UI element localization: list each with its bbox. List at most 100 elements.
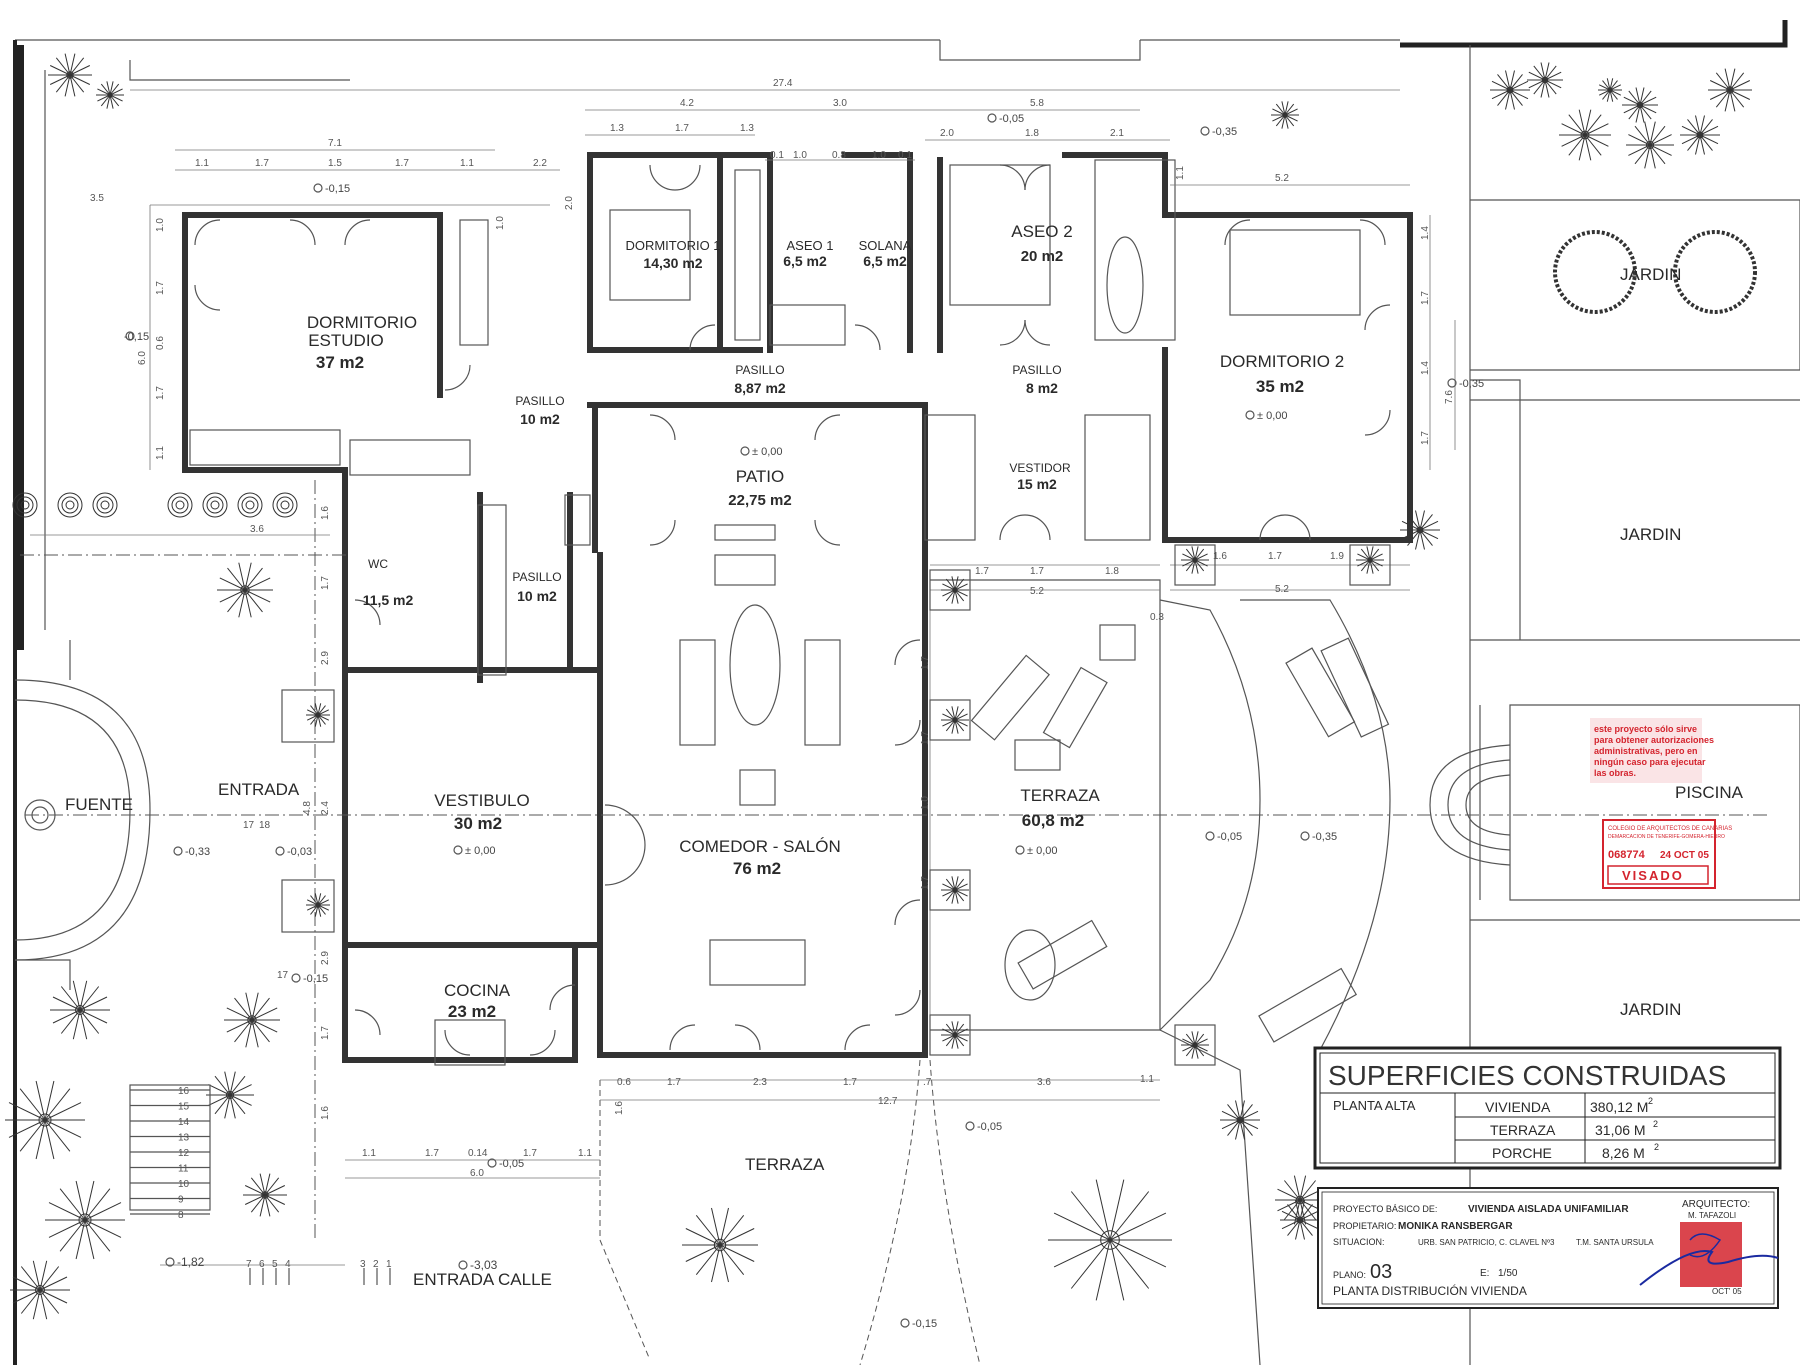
stamp-text: ningún caso para ejecutar xyxy=(1594,757,1706,767)
svg-text:1.7: 1.7 xyxy=(255,158,269,169)
stamp-visado: COLEGIO DE ARQUITECTOS DE CANARIAS DEMAR… xyxy=(1602,819,1732,889)
surfaces-row-value: 31,06 M xyxy=(1595,1122,1646,1138)
svg-text:5.2: 5.2 xyxy=(1030,586,1044,597)
svg-text:2.0: 2.0 xyxy=(564,196,575,210)
room-vestibulo-name: VESTIBULO xyxy=(434,791,529,810)
stair-number: 11 xyxy=(178,1164,189,1175)
room-dormitorio-estudio-area: 37 m2 xyxy=(316,353,364,372)
level-marker: -0,15 xyxy=(291,973,328,985)
svg-text:-0,15: -0,15 xyxy=(124,331,149,343)
level-marker: -0,35 xyxy=(1300,831,1337,843)
axis-lines xyxy=(20,480,1770,1240)
signature xyxy=(1639,1250,1779,1286)
surfaces-title: SUPERFICIES CONSTRUIDAS xyxy=(1328,1060,1726,1091)
svg-text:0.1: 0.1 xyxy=(770,150,784,161)
svg-text:1.1: 1.1 xyxy=(460,158,474,169)
svg-text:-0,05: -0,05 xyxy=(499,1158,524,1170)
svg-text:1.0: 1.0 xyxy=(793,150,807,161)
room-comedor-area: 76 m2 xyxy=(733,859,781,878)
room-patio-area: 22,75 m2 xyxy=(728,492,791,509)
svg-text:1.1: 1.1 xyxy=(578,1148,592,1159)
tb-propietario: MONIKA RANSBERGAR xyxy=(1398,1221,1513,1232)
room-vestibulo-area: 30 m2 xyxy=(454,814,502,833)
svg-text:12.7: 12.7 xyxy=(878,1096,898,1107)
fountain xyxy=(14,640,151,990)
svg-text:0.8: 0.8 xyxy=(832,150,846,161)
label-terraza-south: TERRAZA xyxy=(745,1155,825,1174)
svg-text:0.6: 0.6 xyxy=(155,336,166,350)
stamp-text: 068774 xyxy=(1608,849,1646,861)
svg-text:1.9: 1.9 xyxy=(1330,551,1344,562)
svg-text:-0,35: -0,35 xyxy=(1312,831,1337,843)
surfaces-floor: PLANTA ALTA xyxy=(1333,1098,1416,1113)
doors xyxy=(194,164,1391,1056)
room-vestidor-name: VESTIDOR xyxy=(1009,461,1071,475)
site-boundary xyxy=(13,20,1800,1365)
svg-text:-0,15: -0,15 xyxy=(303,973,328,985)
svg-text:0.14: 0.14 xyxy=(468,1148,488,1159)
room-pasillo-a-name: PASILLO xyxy=(735,363,784,377)
svg-text:1.7: 1.7 xyxy=(843,1077,857,1088)
svg-text:1.3: 1.3 xyxy=(740,123,754,134)
svg-text:1.4: 1.4 xyxy=(1420,361,1431,375)
svg-text:1.1: 1.1 xyxy=(155,446,166,460)
svg-text:1.7: 1.7 xyxy=(155,281,166,295)
svg-text:1.7: 1.7 xyxy=(675,123,689,134)
svg-text:2.9: 2.9 xyxy=(320,951,331,965)
svg-text:± 0,00: ± 0,00 xyxy=(1257,410,1288,422)
svg-text:0.1: 0.1 xyxy=(898,150,912,161)
svg-text:1.0: 1.0 xyxy=(155,218,166,232)
stamp-text: VISADO xyxy=(1622,868,1684,883)
svg-text:1.6: 1.6 xyxy=(1213,551,1227,562)
svg-text:1.7: 1.7 xyxy=(920,731,931,745)
top-dimensions: 27.4 4.2 3.0 5.8 1.3 1.7 1.3 2.0 1.8 2.1… xyxy=(90,78,1289,230)
tb-proyecto-label: PROYECTO BÁSICO DE: xyxy=(1333,1204,1437,1214)
svg-text:7.6: 7.6 xyxy=(1444,390,1455,404)
svg-text:± 0,00: ± 0,00 xyxy=(752,446,783,458)
svg-text:-0,15: -0,15 xyxy=(912,1318,937,1330)
room-cocina-area: 23 m2 xyxy=(448,1002,496,1021)
svg-text:1.7: 1.7 xyxy=(920,876,931,890)
room-dormitorio-estudio-name2: ESTUDIO xyxy=(308,331,384,350)
svg-text:.7: .7 xyxy=(923,1077,932,1088)
room-dormitorio-estudio-name: DORMITORIO xyxy=(307,313,417,332)
surfaces-row-sup: 2 xyxy=(1648,1096,1653,1106)
svg-text:2.2: 2.2 xyxy=(533,158,547,169)
room-pasillo-d-name: PASILLO xyxy=(512,570,561,584)
room-pasillo-a-area: 8,87 m2 xyxy=(734,380,786,396)
stair-number: 5 xyxy=(272,1259,278,1270)
svg-text:-0,33: -0,33 xyxy=(185,846,210,858)
svg-text:1.8: 1.8 xyxy=(1105,566,1119,577)
svg-text:7.1: 7.1 xyxy=(328,138,342,149)
svg-text:18: 18 xyxy=(259,820,271,831)
room-wc-name: WC xyxy=(368,557,388,571)
svg-text:1.7: 1.7 xyxy=(667,1077,681,1088)
svg-text:1.0: 1.0 xyxy=(920,796,931,810)
stamp-notice: este proyecto sólo sirve para obtener au… xyxy=(1590,718,1714,783)
label-jardin-1: JARDIN xyxy=(1620,265,1681,284)
svg-text:4.2: 4.2 xyxy=(680,98,694,109)
stair-number: 8 xyxy=(178,1210,184,1221)
room-solana-name: SOLANA xyxy=(859,238,912,253)
svg-text:1.6: 1.6 xyxy=(614,1101,625,1115)
svg-text:4.8: 4.8 xyxy=(302,801,313,815)
tb-propietario-label: PROPIETARIO: xyxy=(1333,1221,1396,1231)
tb-fecha: OCT' 05 xyxy=(1712,1287,1742,1296)
svg-text:3.0: 3.0 xyxy=(833,98,847,109)
columns xyxy=(281,544,1391,1066)
svg-text:-0,35: -0,35 xyxy=(1459,378,1484,390)
label-fuente: FUENTE xyxy=(65,795,133,814)
tb-plano-number: 03 xyxy=(1370,1261,1392,1283)
outdoor-labels: JARDIN JARDIN JARDIN PISCINA FUENTE ENTR… xyxy=(65,265,1744,1289)
level-marker: -0,05 xyxy=(965,1121,1002,1133)
tb-escala-label: E: xyxy=(1480,1268,1489,1279)
svg-text:2.9: 2.9 xyxy=(320,651,331,665)
svg-text:0.3: 0.3 xyxy=(1150,612,1164,623)
svg-text:1.6: 1.6 xyxy=(320,1106,331,1120)
level-marker: -0,05 xyxy=(1205,831,1242,843)
svg-text:2.4: 2.4 xyxy=(320,801,331,815)
svg-text:-0,03: -0,03 xyxy=(287,846,312,858)
surfaces-row-label: TERRAZA xyxy=(1490,1122,1556,1138)
room-pasillo-b-area: 8 m2 xyxy=(1026,380,1058,396)
